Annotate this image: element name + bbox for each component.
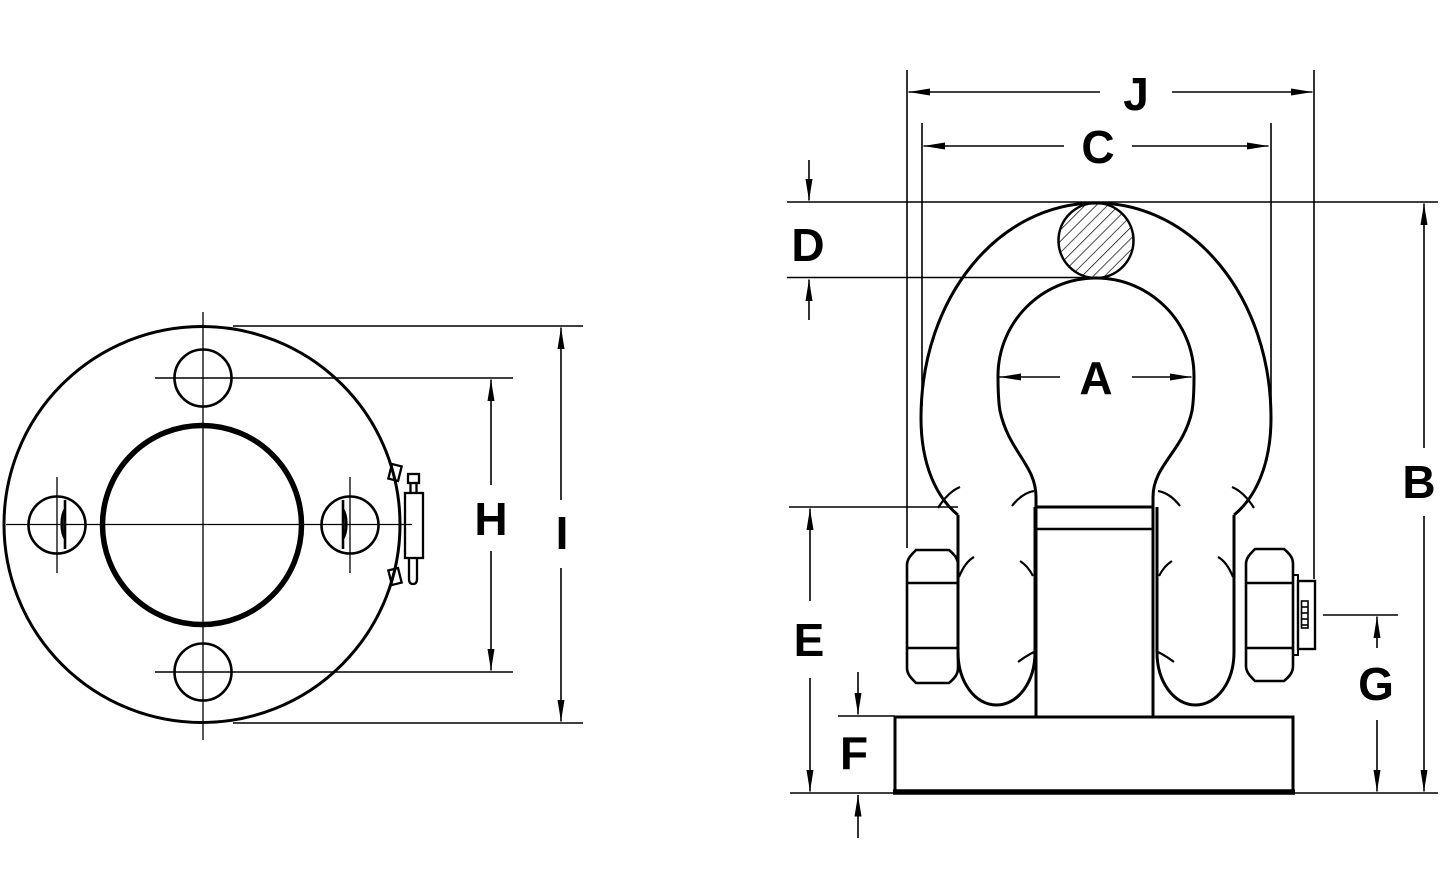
connector-tab-bottom (386, 566, 404, 587)
clevis-block (1034, 505, 1155, 719)
dim-label-C: C (1081, 121, 1114, 173)
extension-lines-side (787, 70, 1438, 794)
cotter-pin (1300, 600, 1309, 629)
dim-label-I: I (556, 507, 569, 559)
right-ear (1155, 507, 1236, 707)
dim-label-A: A (1079, 352, 1112, 404)
pin-end-cap (1296, 579, 1317, 651)
dim-label-J: J (1123, 68, 1149, 120)
bar-section-hatched-circle (1057, 201, 1135, 280)
extension-lines-front (155, 325, 583, 724)
fillet-arcs (937, 485, 1255, 663)
flange-centerlines (6, 312, 412, 740)
right-hex-nut (1244, 547, 1295, 683)
bolt-hole-chamfer-marks (60, 500, 348, 549)
dim-label-E: E (794, 614, 825, 666)
flange-side-connector (386, 462, 425, 587)
dim-label-B: B (1402, 456, 1435, 508)
dim-label-F: F (840, 727, 868, 779)
front-view-dimensions (155, 325, 583, 724)
shackle-side-view (893, 201, 1317, 795)
left-hex-nut (905, 548, 960, 685)
connector-tab-top (386, 462, 404, 483)
left-ear (956, 507, 1037, 707)
flange-outer-circle (2, 325, 402, 724)
connector-bottom-pin (407, 558, 419, 586)
side-view-dimensions (787, 70, 1438, 838)
dim-label-H: H (474, 493, 507, 545)
connector-block (403, 491, 425, 560)
flange-front-view (2, 312, 425, 740)
base-flange (893, 715, 1295, 794)
dim-label-D: D (791, 219, 824, 271)
flange-center-bore (99, 422, 305, 628)
dim-label-G: G (1358, 658, 1394, 710)
connector-top-pin-head (406, 472, 421, 485)
